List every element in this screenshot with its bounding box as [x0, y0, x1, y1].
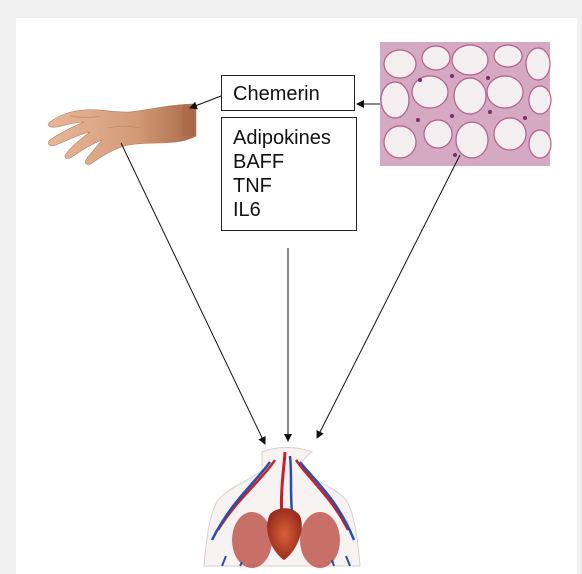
chemerin-box: Chemerin [221, 75, 355, 111]
adipokines-label: Adipokines [233, 126, 356, 150]
cardiovascular-image [204, 448, 360, 569]
il6-label: IL6 [233, 198, 356, 222]
hand-image [48, 104, 196, 164]
arrow-chemerin-to-hand [190, 96, 221, 108]
adipokines-box: Adipokines BAFF TNF IL6 [221, 117, 357, 231]
tnf-label: TNF [233, 174, 356, 198]
adipose-tissue-image [380, 42, 551, 166]
chemerin-label: Chemerin [233, 83, 320, 105]
baff-label: BAFF [233, 150, 356, 174]
